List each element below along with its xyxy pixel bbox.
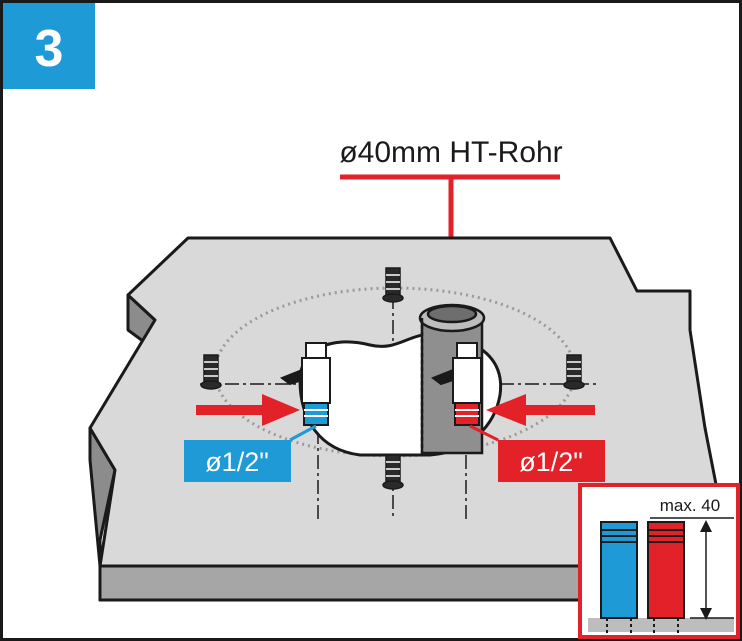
- valve-icon-cold: [279, 342, 331, 426]
- step-number: 3: [35, 20, 64, 78]
- height-inset: max. 40: [578, 483, 740, 639]
- cold-connection-label: ø1/2": [205, 447, 269, 477]
- inset-hot-pipe-icon: [647, 521, 685, 636]
- step-badge: 3: [3, 3, 95, 89]
- hot-connection-label: ø1/2": [519, 447, 583, 477]
- screw-icon-bottom: [382, 454, 404, 490]
- inset-cold-pipe-icon: [600, 521, 638, 636]
- pipe-label: ø40mm HT-Rohr: [339, 136, 562, 169]
- valve-icon-hot: [430, 342, 482, 426]
- max-height-label: max. 40: [660, 496, 720, 515]
- hot-connection-tag: ø1/2": [469, 424, 605, 482]
- screw-icon-right: [563, 354, 585, 390]
- cold-connection-tag: ø1/2": [184, 424, 317, 482]
- arrow-icon-cold: [196, 394, 300, 426]
- screw-icon-top: [382, 267, 404, 303]
- screw-icon-left: [200, 354, 222, 390]
- arrow-icon-hot: [486, 394, 595, 426]
